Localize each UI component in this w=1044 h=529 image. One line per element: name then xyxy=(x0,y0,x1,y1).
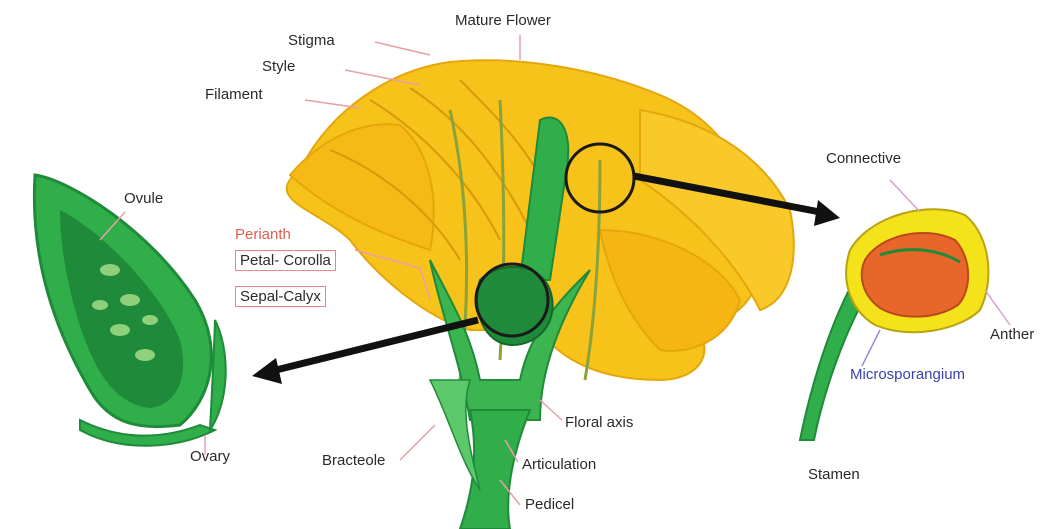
label-floral-axis: Floral axis xyxy=(565,414,633,431)
connective-pointer xyxy=(890,180,920,212)
anther-inner xyxy=(862,233,968,317)
arrow-head-right xyxy=(814,200,840,226)
label-petal-corolla: Petal- Corolla xyxy=(235,250,336,271)
ovary-section-illustration xyxy=(34,175,225,446)
label-ovary: Ovary xyxy=(190,448,230,465)
label-anther: Anther xyxy=(990,326,1034,343)
ovary-side-leaf xyxy=(210,320,226,430)
label-bracteole: Bracteole xyxy=(322,452,385,469)
filament-leader xyxy=(305,100,360,108)
label-stigma: Stigma xyxy=(288,32,335,49)
label-sepal-calyx: Sepal-Calyx xyxy=(235,286,326,307)
label-ovule: Ovule xyxy=(124,190,163,207)
microsporangium-pointer xyxy=(862,330,880,366)
arrow-to-ovary-detail xyxy=(268,320,478,372)
label-perianth: Perianth xyxy=(235,226,291,243)
bracteole-leader xyxy=(400,425,435,460)
label-style: Style xyxy=(262,58,295,75)
stigma-leader xyxy=(375,42,430,55)
label-articulation: Articulation xyxy=(522,456,596,473)
label-pedicel: Pedicel xyxy=(525,496,574,513)
label-mature-flower: Mature Flower xyxy=(455,12,551,29)
label-connective: Connective xyxy=(826,150,901,167)
label-filament: Filament xyxy=(205,86,263,103)
anther-pointer xyxy=(985,290,1010,325)
label-microsporangium: Microsporangium xyxy=(850,366,965,383)
arrow-head-left xyxy=(252,358,282,384)
floral-axis-leader xyxy=(540,400,562,420)
label-stamen: Stamen xyxy=(808,466,860,483)
